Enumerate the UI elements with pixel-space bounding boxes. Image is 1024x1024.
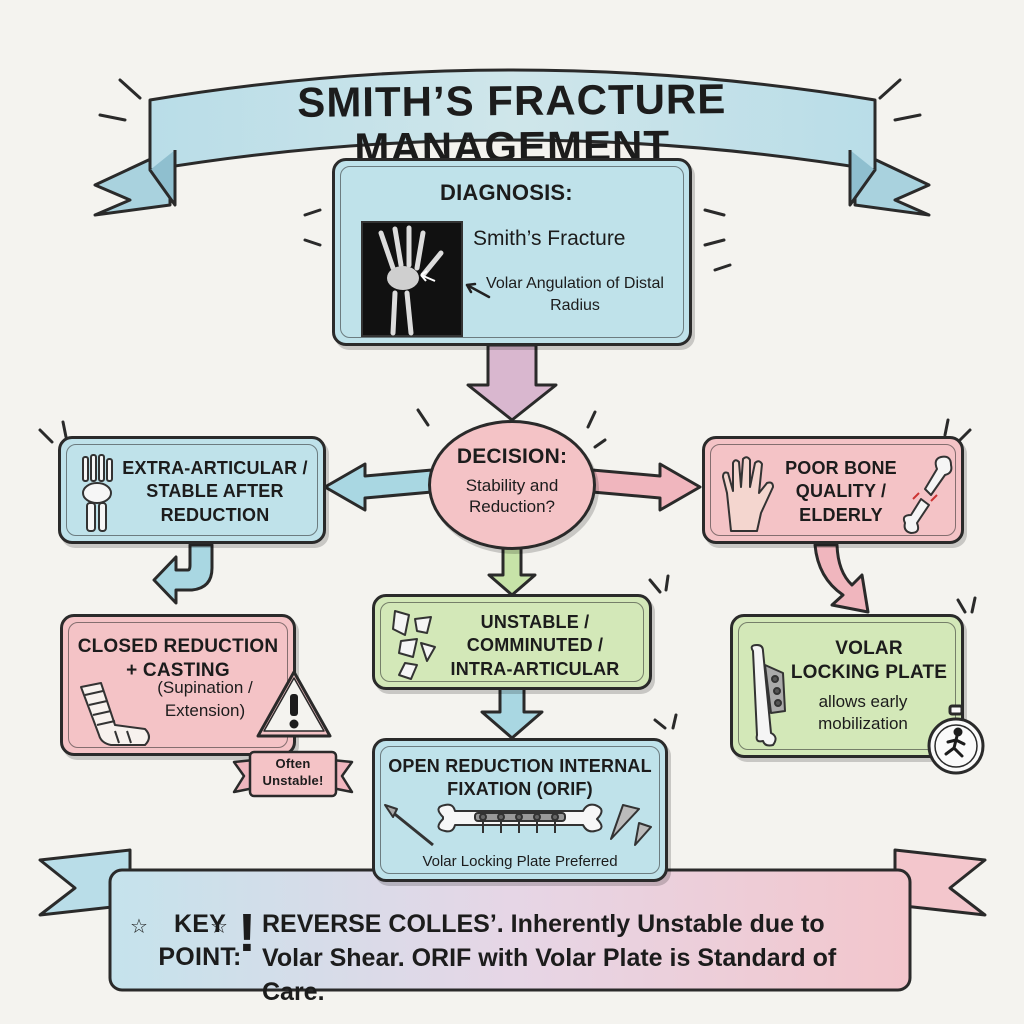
arrow-decision-to-center: [487, 546, 537, 597]
title-ribbon: [93, 68, 931, 217]
arrow-center-to-orif: [480, 686, 544, 740]
cast-arm-icon: [80, 682, 150, 746]
pointer-arrow-icon: [465, 282, 491, 299]
key-point-text: REVERSE COLLES’. Inherently Unstable due…: [262, 910, 837, 1006]
branch-right-box: POOR BONE QUALITY / ELDERLY: [702, 436, 964, 544]
closed-reduction-box: CLOSED REDUCTION + CASTING (Supination /…: [60, 614, 296, 756]
star-icon: ☆: [210, 916, 228, 938]
closed-reduction-detail: (Supination / Extension): [157, 678, 253, 720]
diagnosis-name: Smith’s Fracture: [473, 227, 626, 250]
decision-question: Stability and Reduction?: [465, 476, 559, 517]
orif-detail: Volar Locking Plate Preferred: [422, 853, 618, 870]
decision-heading: DECISION:: [456, 445, 568, 468]
decision-circle: DECISION: Stability and Reduction?: [428, 420, 596, 550]
arrow-right-to-volar: [813, 543, 870, 614]
warning-icon: [256, 670, 332, 738]
warning-badge: Often Unstable!: [232, 748, 354, 800]
wrist-xray-icon: [378, 225, 444, 336]
closed-reduction-heading: CLOSED REDUCTION + CASTING: [77, 636, 279, 681]
warning-text: Often Unstable!: [262, 756, 324, 788]
diagnosis-box: DIAGNOSIS: Smith’s Fracture Volar Angula…: [332, 158, 692, 346]
bone-plate-screws-icon: [384, 803, 652, 847]
arrow-left-to-closed: [152, 543, 214, 605]
diagnosis-detail: Volar Angulation of Distal Radius: [486, 275, 664, 315]
volar-plate-detail: allows early mobilization: [818, 692, 908, 734]
volar-plate-heading: VOLAR LOCKING PLATE: [790, 638, 948, 683]
branch-center-box: UNSTABLE / COMMINUTED / INTRA-ARTICULAR: [372, 594, 652, 690]
branch-right-label: POOR BONE QUALITY / ELDERLY: [785, 458, 897, 525]
arrow-diagnosis-to-decision: [466, 343, 558, 422]
hand-icon: [722, 456, 774, 532]
broken-bone-icon: [902, 455, 953, 534]
key-point-section: ☆ KEY POINT: ☆ ! REVERSE COLLES’. Inhere…: [118, 888, 908, 1006]
exclamation-icon: !: [238, 903, 256, 963]
key-point-ribbon: [38, 848, 987, 992]
diagnosis-heading: DIAGNOSIS:: [440, 180, 573, 205]
orif-heading: OPEN REDUCTION INTERNAL FIXATION (ORIF): [388, 756, 652, 799]
wrist-bone-icon: [82, 454, 113, 532]
sketch-strokes: [38, 78, 977, 730]
key-point-label: KEY POINT:: [158, 910, 242, 971]
xray-image: [361, 221, 463, 337]
arrow-decision-to-left: [323, 462, 434, 512]
orif-box: OPEN REDUCTION INTERNAL FIXATION (ORIF) …: [372, 738, 668, 882]
star-icon: ☆: [130, 916, 148, 938]
branch-left-label: EXTRA-ARTICULAR / STABLE AFTER REDUCTION: [122, 458, 308, 525]
branch-center-label: UNSTABLE / COMMINUTED / INTRA-ARTICULAR: [450, 612, 620, 679]
volar-plate-icon: [750, 644, 786, 747]
volar-plate-box: VOLAR LOCKING PLATE allows early mobiliz…: [730, 614, 964, 758]
arrow-decision-to-right: [590, 462, 702, 512]
branch-left-box: EXTRA-ARTICULAR / STABLE AFTER REDUCTION: [58, 436, 326, 544]
bone-fragments-icon: [392, 610, 436, 680]
stopwatch-icon: [927, 704, 985, 775]
